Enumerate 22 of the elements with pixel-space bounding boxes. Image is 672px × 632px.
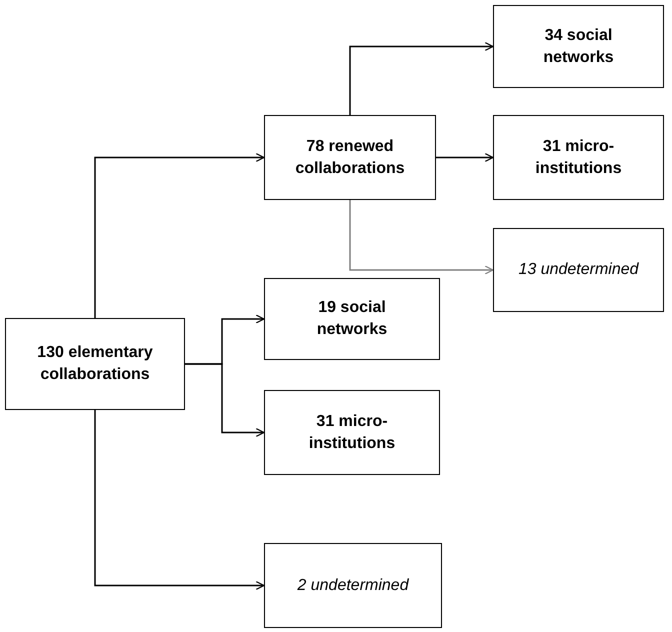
process-box [264,543,442,628]
box-label: 130 elementary collaborations [36,343,154,385]
connector-arrow [94,410,265,590]
box-label: 34 social networks [542,26,615,68]
process-box [5,318,185,410]
connector-arrow [94,152,265,318]
process-box [493,228,664,312]
box-label: 13 undetermined [518,260,639,280]
box-label: 31 micro-institutions [308,412,396,454]
process-box [493,115,664,200]
box-label: 78 renewed collaborations [294,136,406,178]
box-label: 31 micro-institutions [534,136,623,178]
process-box [264,115,436,200]
connector-arrow [349,200,494,275]
connector-arrow [349,42,494,115]
box-label: 2 undetermined [297,576,409,596]
process-box [493,5,664,88]
process-box [264,278,440,360]
box-label: 19 social networks [316,298,388,340]
connector-arrow [185,363,265,438]
process-box [264,390,440,475]
connector-arrow [436,152,494,162]
